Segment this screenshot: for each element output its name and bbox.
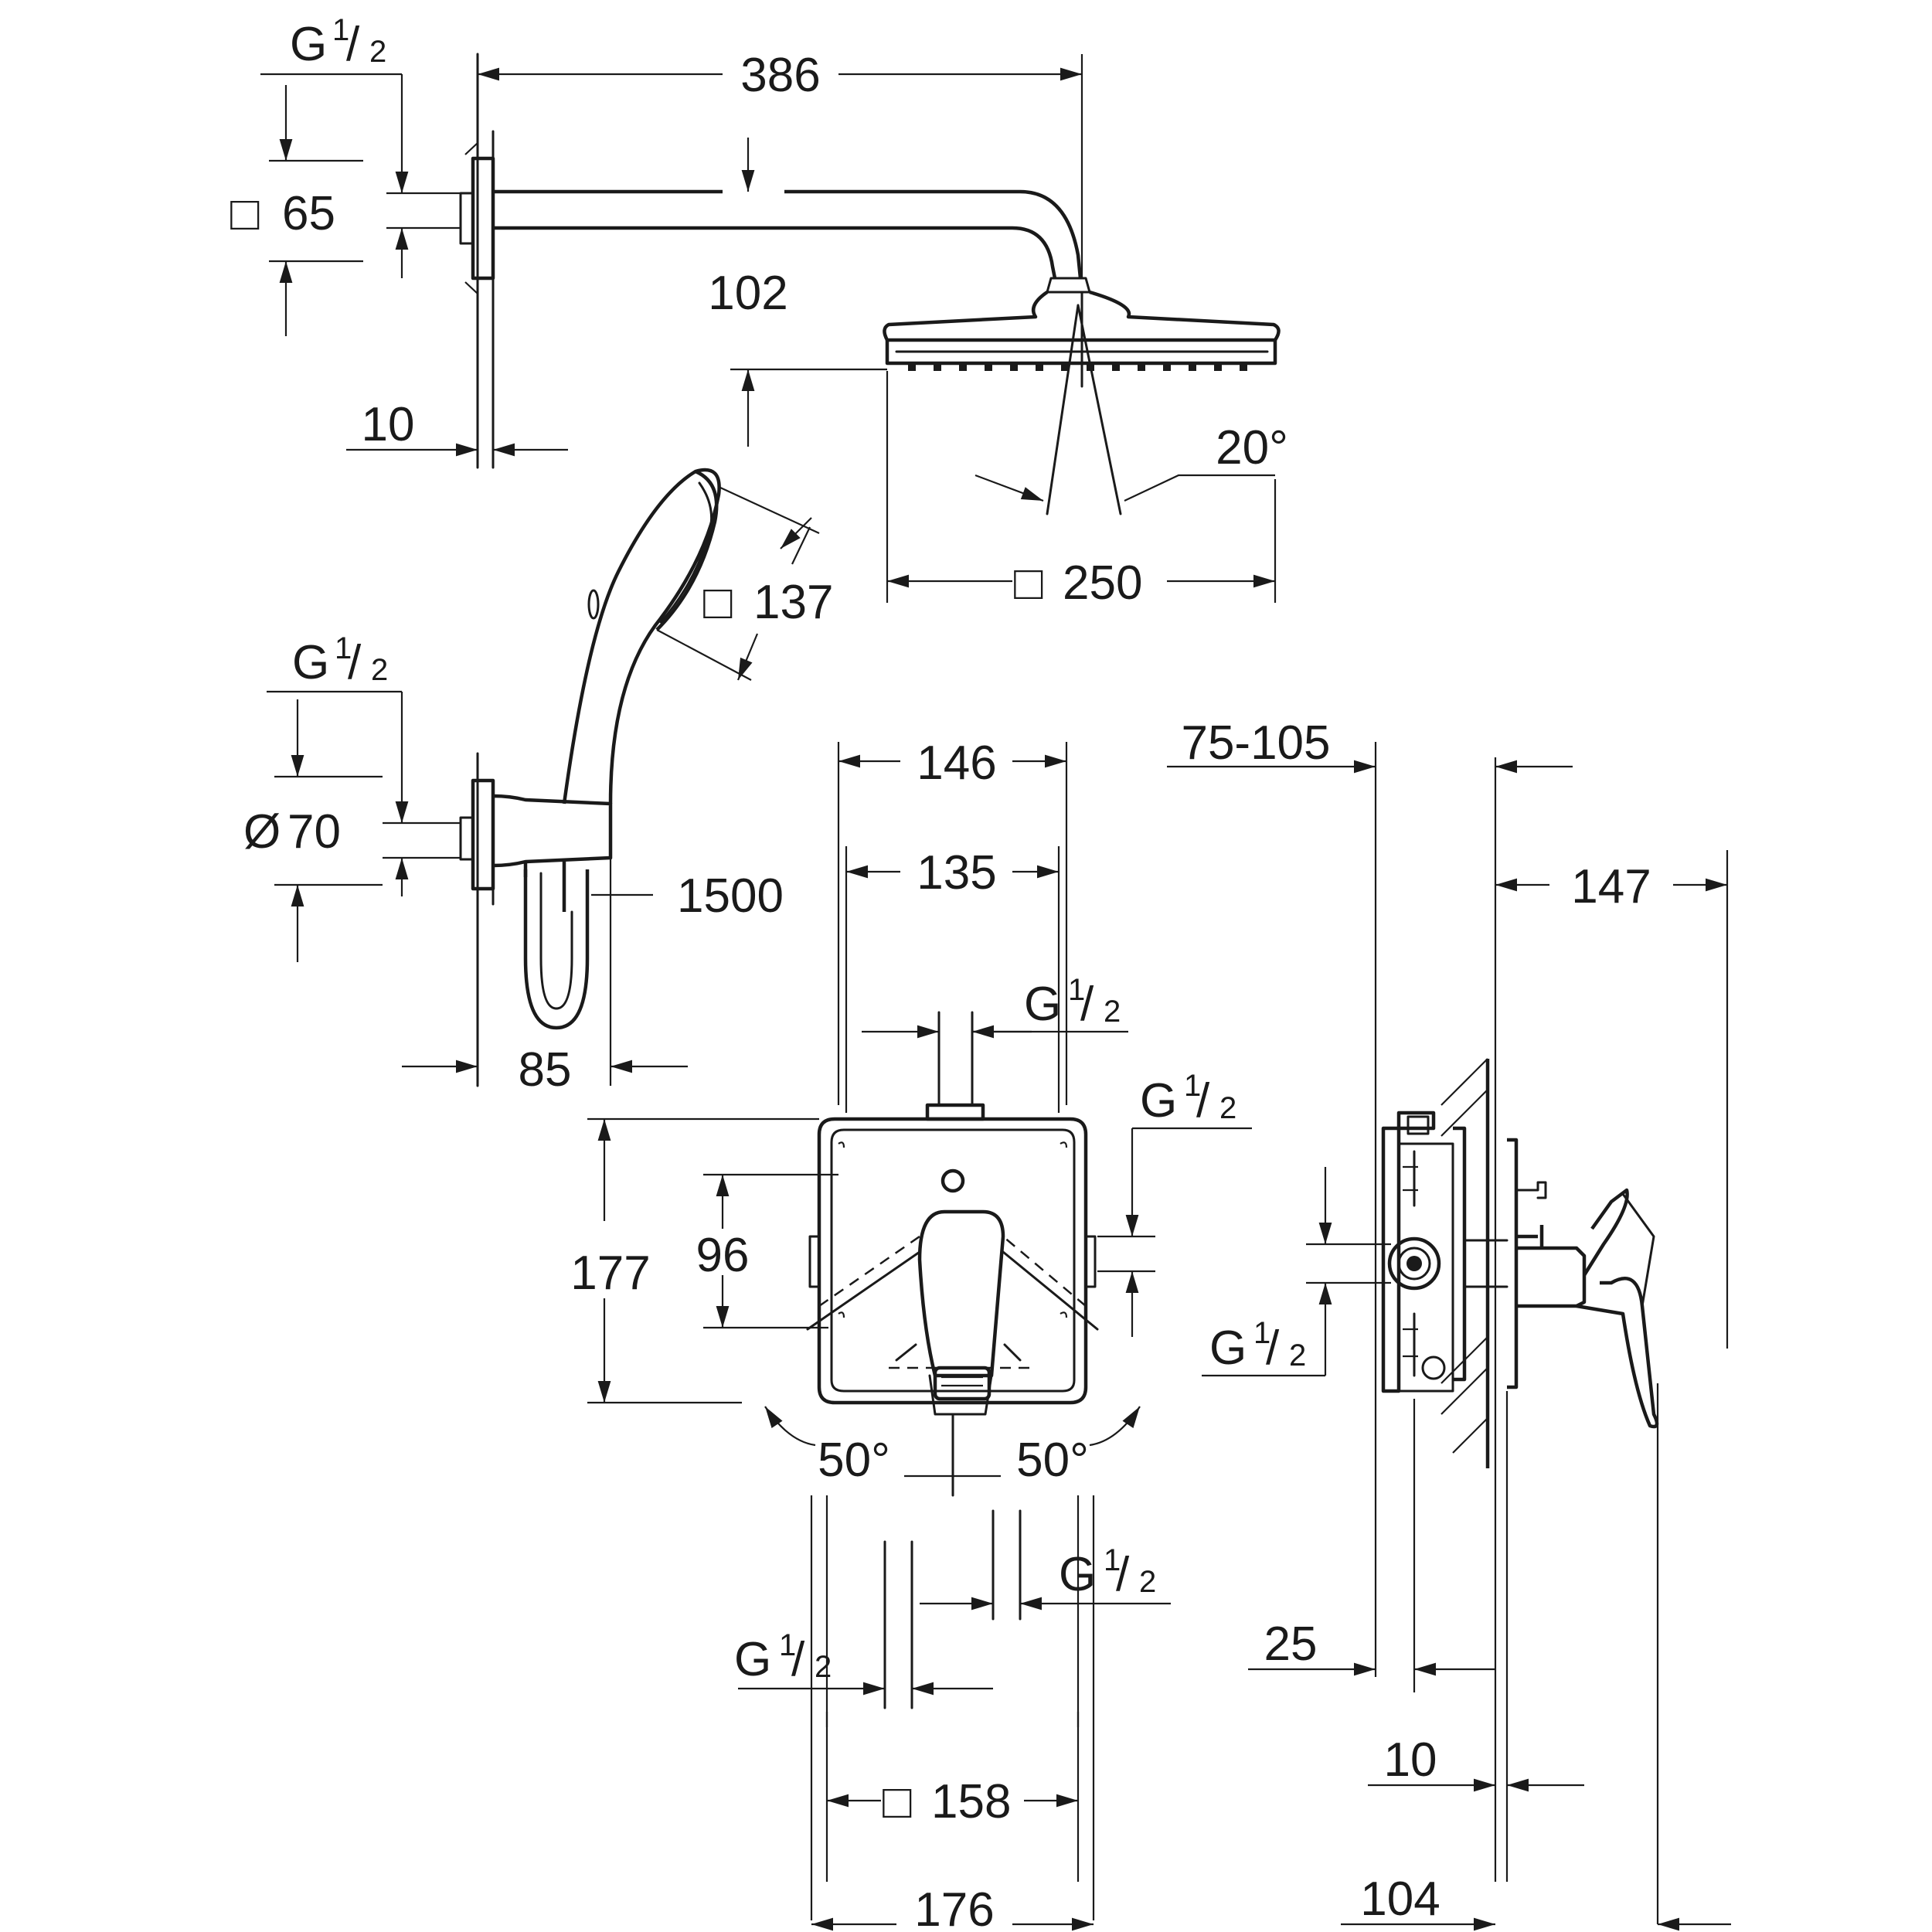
label-g-side-den: 2 <box>1289 1338 1306 1372</box>
label-g-side-slash: / <box>1266 1321 1280 1375</box>
dim-1500: 1500 <box>677 869 784 923</box>
label-g-hand-num: 1 <box>335 631 352 665</box>
label-g-mix-right: G <box>1140 1074 1177 1128</box>
dim-75-105: 75-105 <box>1181 716 1330 770</box>
dim-135: 135 <box>917 846 996 900</box>
dim-50deg-right: 50° <box>1016 1434 1089 1487</box>
label-g-bottom-right-num: 1 <box>1104 1543 1121 1577</box>
label-g-top-den: 2 <box>369 35 386 69</box>
mixer-front-view: 146 135 G 1 / 2 <box>570 736 1252 1932</box>
dim-102: 102 <box>708 267 787 320</box>
square-symbol-137: □ <box>703 576 733 629</box>
dim-25: 25 <box>1264 1617 1318 1671</box>
dim-20deg: 20° <box>1216 421 1288 474</box>
label-g-bottom-left-num: 1 <box>779 1628 796 1662</box>
dim-386: 386 <box>740 49 820 102</box>
label-g-bottom-left-den: 2 <box>815 1650 832 1684</box>
mixer-side-view: 75-105 147 G 1 / 2 25 10 104 <box>1167 716 1731 1931</box>
dim-10-top: 10 <box>362 398 415 451</box>
dim-dia70: 70 <box>287 805 341 859</box>
dim-sq65: 65 <box>282 187 335 240</box>
label-g-bottom-right-den: 2 <box>1139 1565 1156 1599</box>
label-g-mix-top: G <box>1024 978 1061 1031</box>
label-g-bottom-left-slash: / <box>791 1633 805 1686</box>
label-g-hand-slash: / <box>348 636 362 689</box>
label-g-side: G <box>1209 1321 1247 1375</box>
label-g-bottom-right: G <box>1059 1548 1096 1601</box>
dim-50deg-left: 50° <box>818 1434 890 1487</box>
label-g-mix-top-slash: / <box>1080 978 1094 1031</box>
label-g-mix-right-slash: / <box>1196 1074 1210 1128</box>
square-symbol-65: □ <box>230 187 260 240</box>
label-g-hand: G <box>292 636 329 689</box>
dim-176: 176 <box>914 1883 994 1932</box>
dim-sq137: 137 <box>753 576 833 629</box>
label-g-top-num: 1 <box>332 13 349 47</box>
dim-146: 146 <box>917 736 996 790</box>
label-g-bottom-left: G <box>734 1633 771 1686</box>
label-g-mix-top-num: 1 <box>1068 973 1085 1007</box>
label-g-top-slash: / <box>346 18 360 71</box>
label-g-mix-right-num: 1 <box>1184 1069 1201 1103</box>
dim-85: 85 <box>519 1043 572 1097</box>
label-g-bottom-right-slash: / <box>1116 1548 1130 1601</box>
dim-sq250: 250 <box>1063 556 1142 610</box>
dim-sq158: 158 <box>931 1775 1011 1828</box>
dim-104: 104 <box>1360 1872 1440 1926</box>
diameter-symbol: Ø <box>243 805 281 859</box>
head-shower-view: 386 G 1 / 2 □ 65 102 10 20° □ <box>230 13 1288 610</box>
dim-147: 147 <box>1571 860 1651 913</box>
label-g-hand-den: 2 <box>371 653 388 687</box>
label-g-top: G <box>290 18 327 71</box>
label-g-mix-right-den: 2 <box>1219 1091 1236 1125</box>
label-g-mix-top-den: 2 <box>1104 995 1121 1029</box>
label-g-side-num: 1 <box>1253 1316 1270 1350</box>
square-symbol-250: □ <box>1014 556 1043 610</box>
hand-shower-view: □ 137 G 1 / 2 Ø 70 1500 85 <box>243 468 833 1097</box>
square-symbol-158: □ <box>883 1775 912 1828</box>
dim-96: 96 <box>696 1229 750 1282</box>
dim-10-side: 10 <box>1384 1733 1437 1787</box>
dim-177: 177 <box>570 1247 650 1300</box>
